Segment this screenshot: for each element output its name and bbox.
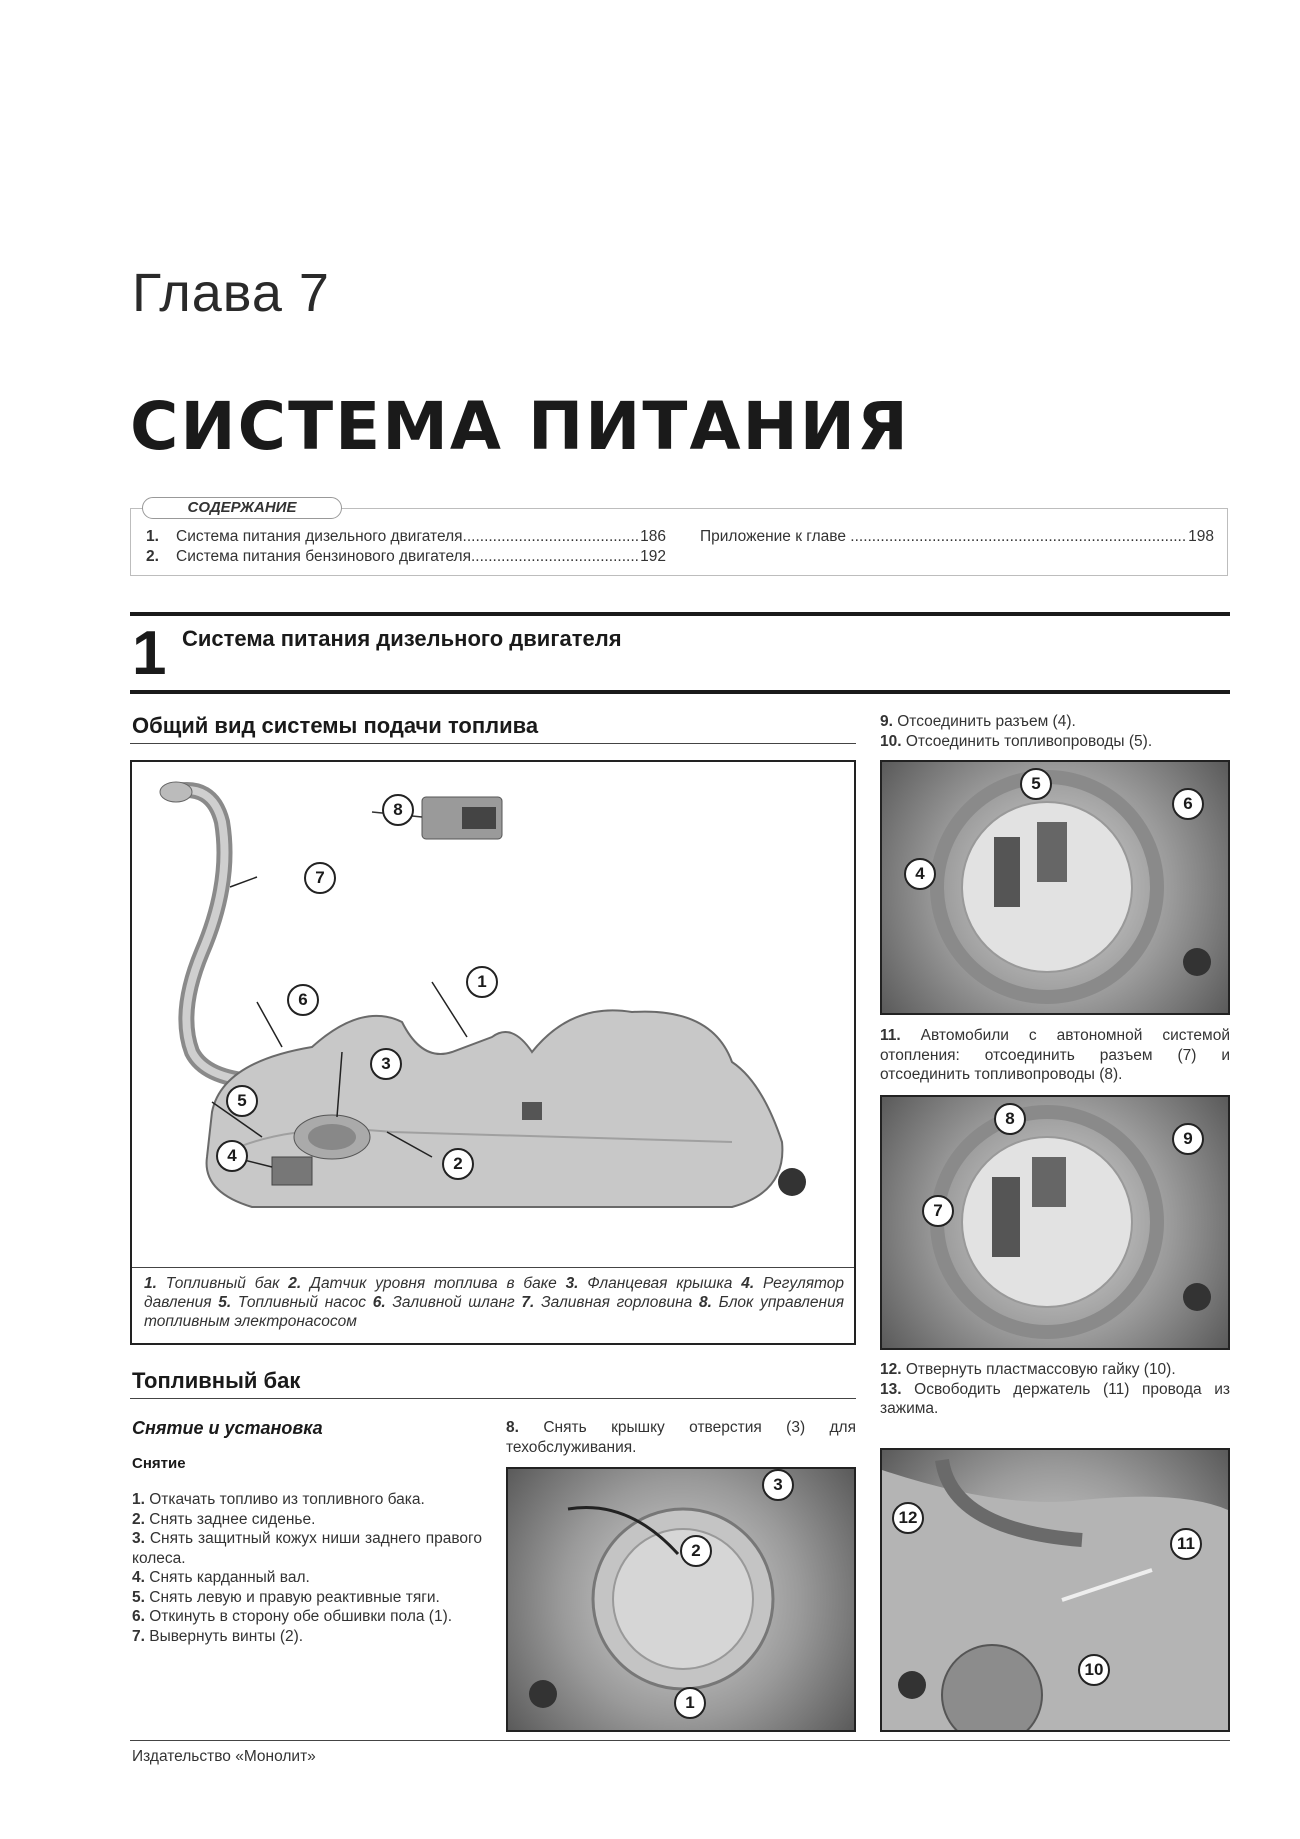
photo-plastic-nut-holder: 12 11 10	[880, 1448, 1230, 1732]
tank-subheading: Снятие и установка	[132, 1418, 323, 1438]
photo-service-cover: 3 2 1	[506, 1467, 856, 1732]
toc-item-page: 192	[640, 548, 666, 565]
step-item: 8. Снять крышку отверстия (3) для техобс…	[506, 1419, 856, 1456]
toc-item[interactable]: 2. Система питания бензинового двигателя…	[146, 548, 666, 566]
step-item: 6. Откинуть в сторону обе обшивки пола (…	[132, 1608, 453, 1625]
toc-item[interactable]: 1. Система питания дизельного двигателя.…	[146, 528, 666, 546]
toc-tab: СОДЕРЖАНИЕ	[142, 497, 342, 519]
tank-heading: Топливный бак	[132, 1368, 301, 1393]
step-item: 3. Снять защитный кожух ниши заднего пра…	[132, 1530, 482, 1567]
callout-3: 3	[370, 1048, 402, 1080]
callout-7: 7	[922, 1195, 954, 1227]
chapter-label: Глава 7	[132, 263, 330, 323]
callout-4: 4	[216, 1140, 248, 1172]
toc-item-title: Система питания бензинового двигателя...…	[176, 548, 638, 565]
photo-heater-connector: 8 9 7	[880, 1095, 1230, 1350]
section-title: Система питания дизельного двигателя	[182, 626, 622, 651]
callout-6: 6	[287, 984, 319, 1016]
fuel-system-illustration	[159, 781, 806, 1208]
toc-item-number: 2.	[146, 548, 159, 565]
overview-heading: Общий вид системы подачи топлива	[132, 713, 539, 738]
callout-1: 1	[466, 966, 498, 998]
callout-9: 9	[1172, 1123, 1204, 1155]
step-item: 5. Снять левую и правую реактивные тяги.	[132, 1588, 440, 1606]
callout-5: 5	[1020, 768, 1052, 800]
callout-5: 5	[226, 1085, 258, 1117]
callout-2: 2	[442, 1148, 474, 1180]
heading-rule	[130, 1398, 856, 1399]
photo-connector-fuel-lines: 5 6 4	[880, 760, 1230, 1015]
step-item: 1. Откачать топливо из топливного бака.	[132, 1491, 425, 1508]
figure-caption: 1. Топливный бак 2. Датчик уровня топлив…	[144, 1275, 844, 1330]
steps-9-10: 9. Отсоединить разъем (4). 10. Отсоедини…	[880, 712, 1230, 751]
section-rule-top	[130, 612, 1230, 616]
step-item: 9. Отсоединить разъем (4).	[880, 713, 1076, 730]
pump-flange-heater-illustration	[930, 1105, 1211, 1339]
toc-item-number: 1.	[146, 528, 159, 545]
heading-rule	[130, 743, 856, 744]
callout-2: 2	[680, 1535, 712, 1567]
toc-item-page: 186	[640, 528, 666, 545]
overview-figure: 8 7 6 1 3 5 4 2 1. Топливный бак 2. Датч…	[130, 760, 856, 1345]
footer-rule	[130, 1740, 1230, 1741]
step-item: 12. Отвернуть пластмассовую гайку (10).	[880, 1361, 1176, 1378]
step-item: 13. Освободить держатель (11) провода из…	[880, 1380, 1230, 1418]
toc-item-page: 198	[1188, 528, 1214, 545]
toc-item-title: Приложение к главе .....................…	[700, 528, 1187, 545]
step-item: 2. Снять заднее сиденье.	[132, 1510, 316, 1528]
step-item: 10. Отсоединить топливопроводы (5).	[880, 732, 1153, 750]
service-cover-illustration	[529, 1505, 775, 1708]
callout-8: 8	[994, 1103, 1026, 1135]
callout-10: 10	[1078, 1654, 1110, 1686]
toc-item-title: Система питания дизельного двигателя....…	[176, 528, 638, 545]
toc-item[interactable]: Приложение к главе .....................…	[700, 528, 1214, 546]
publisher-footer: Издательство «Монолит»	[132, 1748, 316, 1765]
callout-11: 11	[1170, 1528, 1202, 1560]
callout-3: 3	[762, 1469, 794, 1501]
section-rule-bottom	[130, 690, 1230, 694]
toc-box	[130, 508, 1228, 576]
steps-12-13: 12. Отвернуть пластмассовую гайку (10). …	[880, 1360, 1230, 1419]
callout-12: 12	[892, 1502, 924, 1534]
removal-label: Снятие	[132, 1455, 186, 1472]
callout-8: 8	[382, 794, 414, 826]
wheel-well-illustration	[882, 1458, 1228, 1730]
chapter-title: СИСТЕМА ПИТАНИЯ	[130, 388, 910, 465]
callout-6: 6	[1172, 788, 1204, 820]
callout-4: 4	[904, 858, 936, 890]
section-number: 1	[132, 619, 167, 688]
callout-7: 7	[304, 862, 336, 894]
step-item: 7. Вывернуть винты (2).	[132, 1627, 304, 1645]
step-item: 11. Автомобили с автономной системой ото…	[880, 1027, 1230, 1083]
removal-steps-left: 1. Откачать топливо из топливного бака. …	[132, 1490, 482, 1646]
caption-rule	[132, 1267, 854, 1268]
callout-1: 1	[674, 1687, 706, 1719]
step-item: 4. Снять карданный вал.	[132, 1569, 310, 1586]
